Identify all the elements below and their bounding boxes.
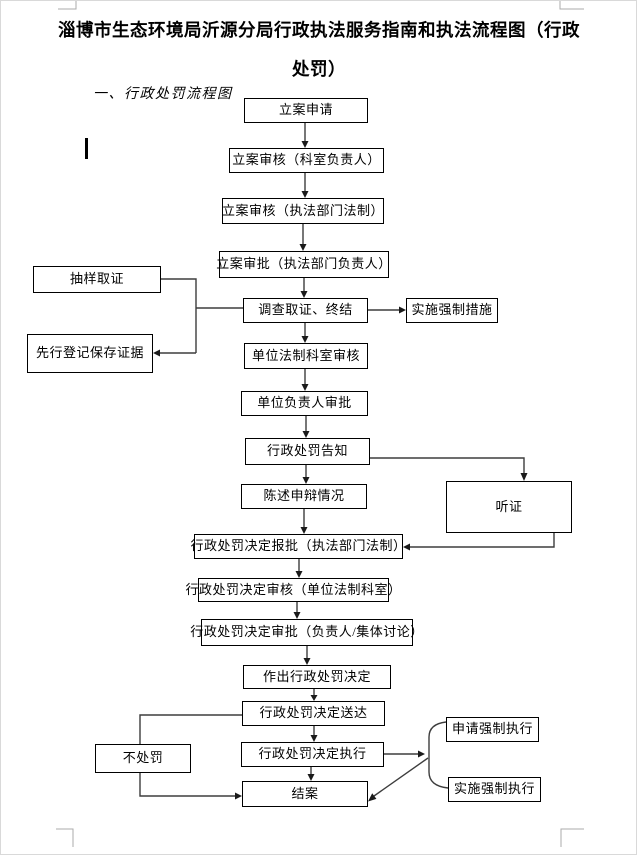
node-investigation-conclusion: 调查取证、终结 (243, 298, 368, 323)
connector-compulsory-branch (368, 721, 449, 802)
node-filing-review-section: 立案审核（科室负责人） (229, 148, 384, 173)
node-decision-review: 行政处罚决定审核（单位法制科室） (186, 578, 401, 602)
arrow-to-compulsory-measures (368, 306, 406, 314)
node-decision-execution: 行政处罚决定执行 (241, 742, 384, 767)
node-apply-compulsory-execution: 申请强制执行 (446, 717, 539, 742)
page-title: 淄博市生态环境局沂源分局行政执法服务指南和执法流程图（行政 处罚） (29, 11, 609, 89)
node-make-decision: 作出行政处罚决定 (243, 665, 391, 689)
node-filing-approval-dept-head: 立案审批（执法部门负责人） (216, 251, 391, 278)
arrow-main-chain (293, 123, 318, 781)
node-decision-delivery: 行政处罚决定送达 (242, 701, 385, 726)
node-implement-compulsory-execution: 实施强制执行 (448, 777, 541, 802)
node-filing-review-legal: 立案审核（执法部门法制） (222, 198, 384, 224)
section-heading: 一、行政处罚流程图 (93, 87, 233, 102)
arrow-to-hearing (370, 457, 528, 481)
node-filing-application: 立案申请 (244, 98, 368, 123)
page-corner-marks (56, 1, 584, 847)
node-penalty-notification: 行政处罚告知 (245, 438, 370, 465)
page-title-line1: 淄博市生态环境局沂源分局行政执法服务指南和执法流程图（行政 (58, 20, 580, 40)
arrow-hearing-to-submission (403, 533, 555, 551)
node-no-penalty: 不处罚 (95, 744, 191, 773)
node-compulsory-measures: 实施强制措施 (406, 298, 498, 323)
node-decision-submission: 行政处罚决定报批（执法部门法制） (191, 534, 406, 559)
node-statement-defense: 陈述申辩情况 (241, 484, 367, 509)
node-unit-head-approval: 单位负责人审批 (241, 391, 368, 416)
node-case-closure: 结案 (242, 781, 368, 807)
node-hearing: 听证 (446, 481, 572, 533)
node-decision-approval: 行政处罚决定审批（负责人/集体讨论） (190, 619, 423, 646)
page-title-line2: 处罚） (292, 59, 346, 79)
connector-evidence-trunk (153, 278, 243, 357)
node-sampling-evidence: 抽样取证 (33, 266, 161, 293)
node-advance-registration: 先行登记保存证据 (27, 334, 153, 373)
text-cursor (85, 138, 88, 159)
node-unit-legal-review: 单位法制科室审核 (244, 343, 368, 369)
